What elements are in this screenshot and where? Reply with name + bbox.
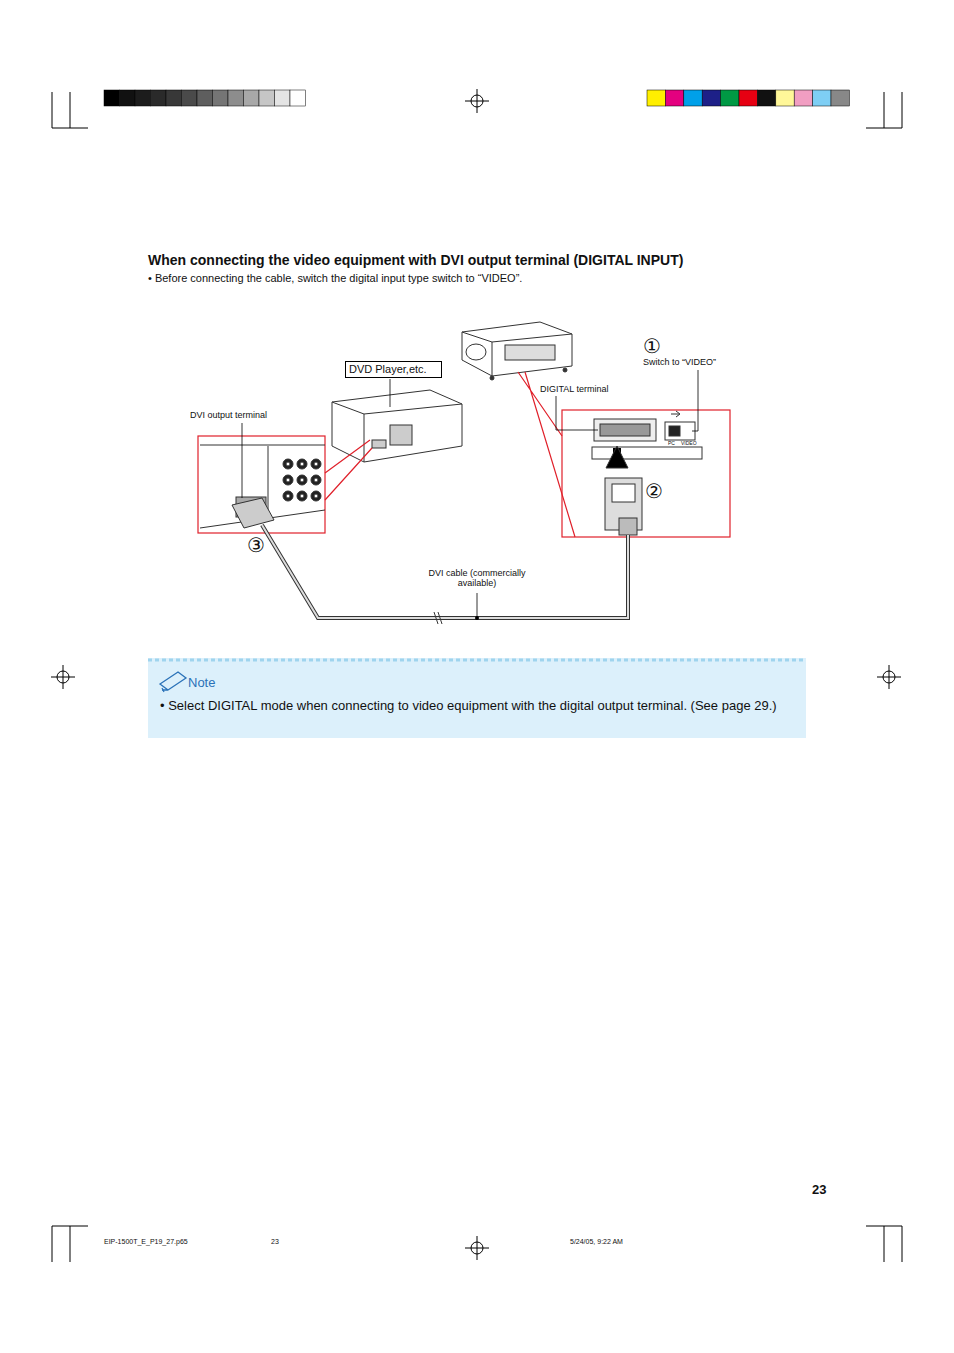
callout-number: ③ xyxy=(247,535,265,555)
switch-label: VIDEO xyxy=(681,441,697,447)
footer-page: 23 xyxy=(271,1238,279,1246)
terminal-label: DIGITAL terminal xyxy=(540,384,609,394)
device-label-box: DVD Player,etc. xyxy=(345,361,442,378)
callout-number: ① xyxy=(643,336,661,356)
callout-number: ② xyxy=(645,481,663,501)
cable-label: DVI cable (commercially available) xyxy=(412,568,542,589)
switch-label: PC xyxy=(668,441,675,447)
instruction-label: Switch to “VIDEO” xyxy=(643,357,716,367)
print-date: 5/24/05, 9:22 AM xyxy=(570,1238,623,1246)
file-name: EIP-1500T_E_P19_27.p65 xyxy=(104,1238,188,1246)
instruction-bullet: • Before connecting the cable, switch th… xyxy=(148,272,522,285)
page-number: 23 xyxy=(812,1183,826,1198)
note-heading: Note xyxy=(188,676,215,691)
terminal-label: DVI output terminal xyxy=(190,410,267,420)
note-box: Note • Select DIGITAL mode when connectin… xyxy=(148,658,806,738)
section-title: When connecting the video equipment with… xyxy=(148,252,683,268)
device-label: DVD Player,etc. xyxy=(346,362,441,377)
note-text: • Select DIGITAL mode when connecting to… xyxy=(160,697,800,715)
